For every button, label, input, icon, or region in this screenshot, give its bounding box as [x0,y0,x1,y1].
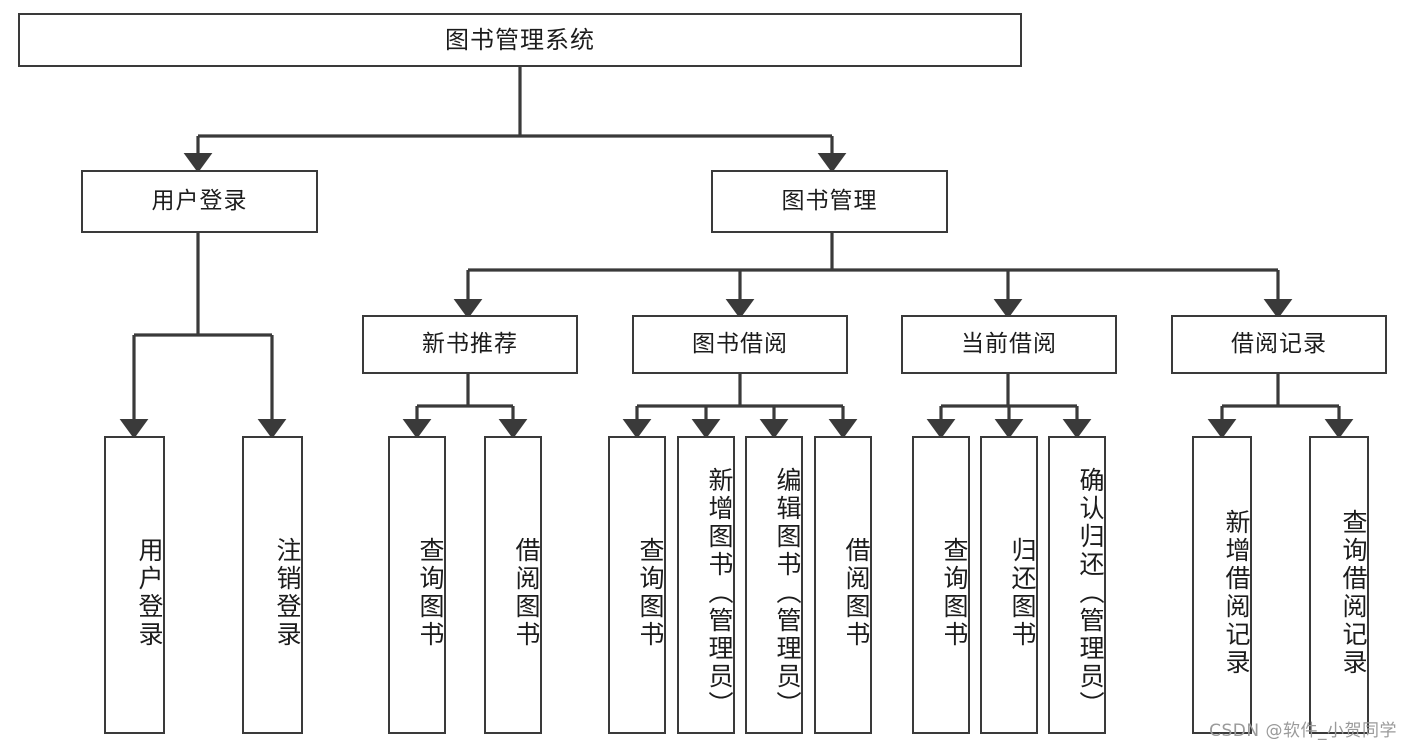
node-root-book-management-system[interactable]: 图书管理系统 [18,13,1022,67]
node-book-borrowing[interactable]: 图书借阅 [632,315,848,374]
leaf-query-book-new[interactable]: 查询图书 [388,436,446,734]
node-book-management[interactable]: 图书管理 [711,170,948,233]
leaf-user-login[interactable]: 用户登录 [104,436,165,734]
leaf-borrow-book[interactable]: 借阅图书 [814,436,872,734]
leaf-borrow-book-new[interactable]: 借阅图书 [484,436,542,734]
leaf-query-book-current[interactable]: 查询图书 [912,436,970,734]
csdn-watermark: CSDN @软件_小贺同学 [1209,721,1397,741]
leaf-edit-book-admin[interactable]: 编辑图书（管理员） [745,436,803,734]
leaf-logout[interactable]: 注销登录 [242,436,303,734]
leaf-confirm-return-admin[interactable]: 确认归还（管理员） [1048,436,1106,734]
node-user-login[interactable]: 用户登录 [81,170,318,233]
leaf-query-book-borrow[interactable]: 查询图书 [608,436,666,734]
node-new-book-recommendation[interactable]: 新书推荐 [362,315,578,374]
leaf-return-book[interactable]: 归还图书 [980,436,1038,734]
node-current-borrowing[interactable]: 当前借阅 [901,315,1117,374]
leaf-add-borrowing-record[interactable]: 新增借阅记录 [1192,436,1252,734]
leaf-add-book-admin[interactable]: 新增图书（管理员） [677,436,735,734]
leaf-query-borrowing-record[interactable]: 查询借阅记录 [1309,436,1369,734]
node-borrowing-record[interactable]: 借阅记录 [1171,315,1387,374]
